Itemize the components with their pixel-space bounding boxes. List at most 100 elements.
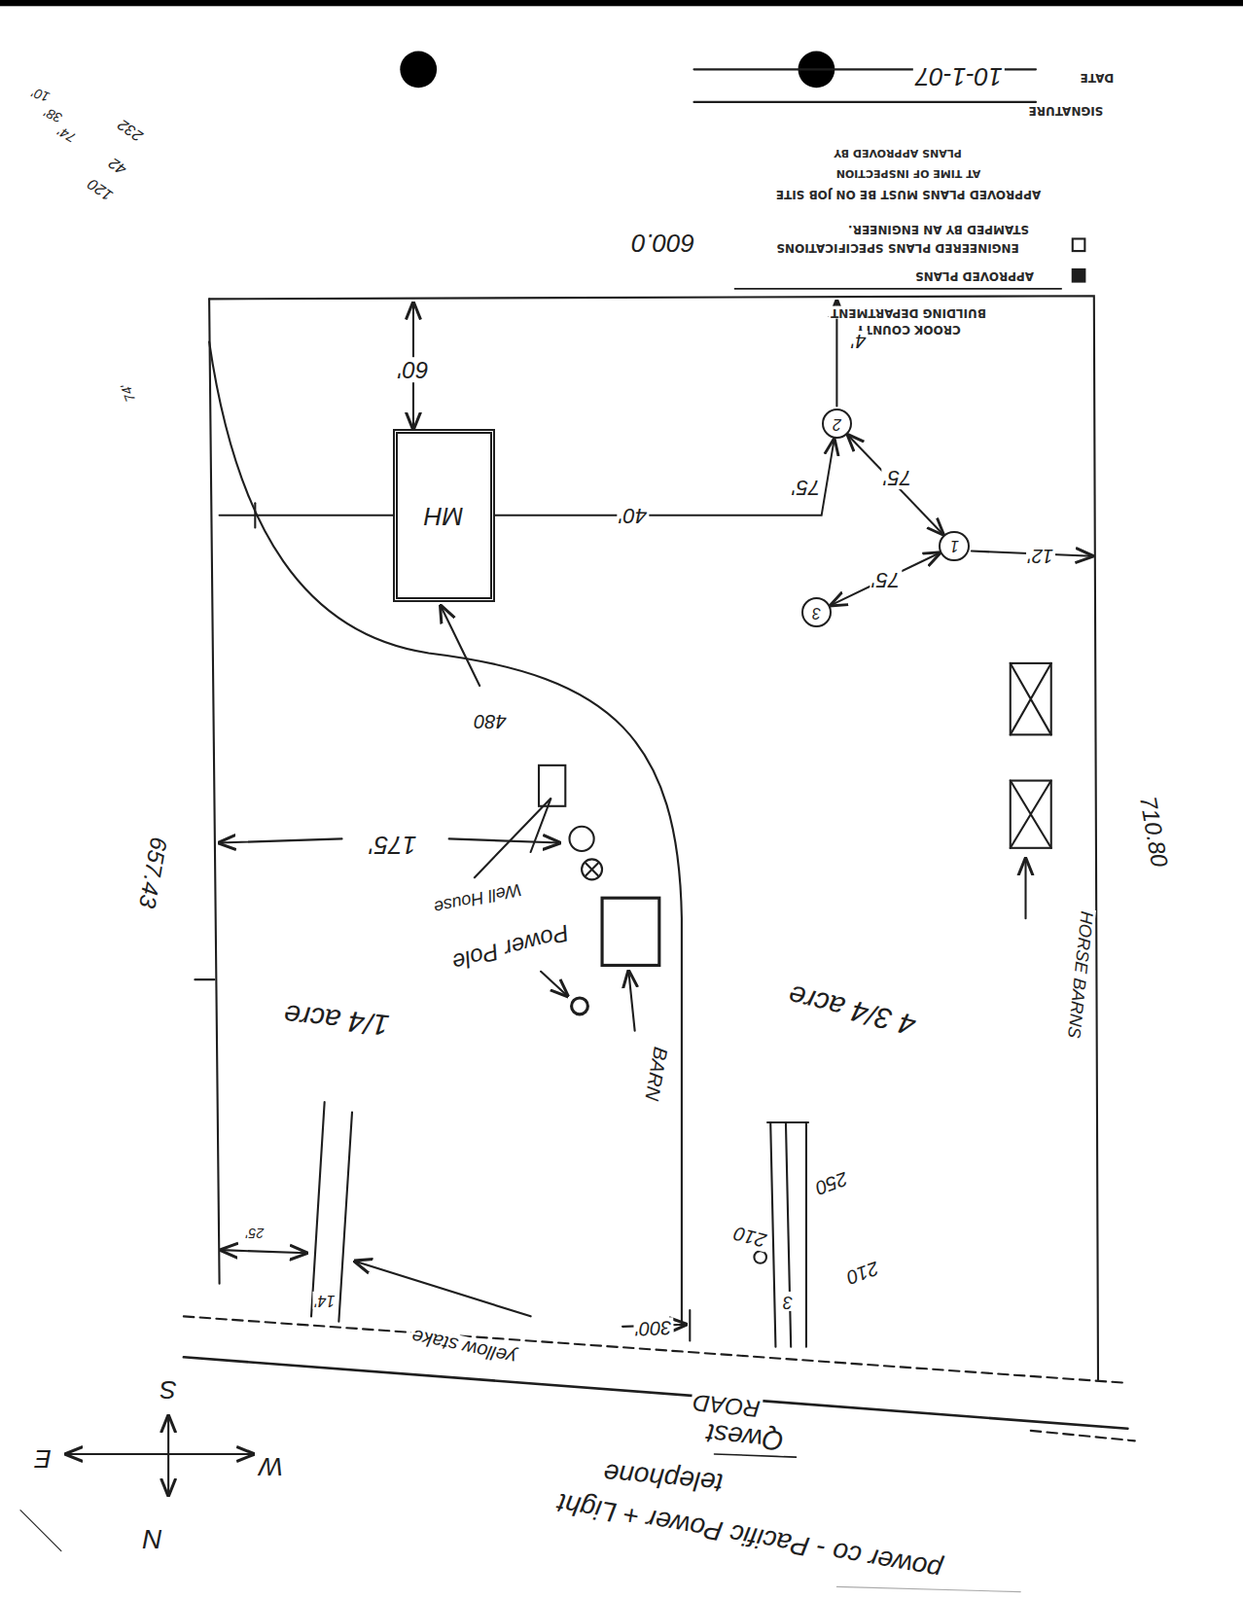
property-line — [209, 295, 1099, 1380]
handwritten-note: 300' — [633, 1316, 675, 1340]
drainfield-circle: 2 — [821, 408, 853, 439]
handwritten-note: Well House — [429, 879, 526, 918]
dimension-connector — [848, 434, 944, 534]
node-label: 2 — [832, 415, 842, 433]
leader-line — [474, 797, 552, 878]
handwritten-note: 175' — [367, 830, 419, 859]
handwritten-note: 60' — [395, 356, 430, 383]
dimension-arrow — [221, 1249, 307, 1253]
checkbox — [1072, 238, 1086, 251]
handwritten-note: 42 — [104, 153, 132, 180]
stamp-text: ENGINEERED PLANS SPECIFICATIONS — [775, 240, 1022, 253]
handwritten-note: 14' — [312, 1291, 337, 1310]
well-symbol — [568, 826, 594, 852]
stamp-rule — [734, 287, 1062, 290]
barn-symbol — [602, 897, 660, 965]
driveway-line — [338, 1112, 353, 1322]
dimension-label: 75' — [882, 465, 915, 490]
pole-cross — [585, 863, 599, 877]
scan-edge — [0, 0, 1243, 6]
stamp-text: CROOK COUNTY — [853, 321, 963, 335]
manufactured-home-box: MH — [392, 428, 496, 603]
leader-arrow — [355, 1261, 531, 1317]
horse-barn-cross — [1010, 781, 1052, 849]
horse-barn-symbol — [1010, 663, 1052, 735]
road-edge — [1030, 1430, 1136, 1441]
scan-mark — [20, 1510, 62, 1552]
marker-symbol — [753, 1250, 767, 1264]
handwritten-note: S — [157, 1376, 178, 1405]
handwritten-note: 75' — [790, 475, 823, 499]
drainfield-circle: 3 — [801, 597, 832, 628]
handwritten-note: N — [141, 1524, 165, 1555]
handwritten-note: 657.43 — [134, 833, 173, 913]
handwritten-note: 25' — [244, 1225, 266, 1241]
driveway-strip — [767, 1122, 809, 1348]
tick — [688, 1310, 691, 1341]
handwritten-note: 480 — [471, 710, 508, 733]
tick — [194, 978, 214, 981]
power-pole-symbol — [571, 997, 589, 1015]
horse-barn-symbol — [1010, 781, 1052, 849]
stamp-rule — [693, 101, 1036, 104]
handwritten-note: power co - Pacific Power + Light — [553, 1487, 947, 1586]
stamp-text: BUILDING DEPARTMENT — [828, 305, 989, 319]
handwritten-note: 10' — [28, 82, 54, 105]
leader-arrow — [628, 971, 635, 1031]
setback-line — [219, 514, 393, 517]
stamp-text: SIGNATURE — [1027, 104, 1106, 117]
dimension-connector — [830, 553, 939, 606]
stamp-text: STAMPED BY AN ENGINEER. — [846, 221, 1031, 235]
handwritten-note: ROAD — [689, 1388, 764, 1422]
stamp-text: DATE — [1078, 70, 1117, 83]
pole-symbol — [581, 858, 603, 880]
property-line — [209, 298, 219, 1283]
stamp-text: PLANS APPROVED BY — [832, 146, 964, 159]
punch-hole — [399, 50, 437, 88]
compass-axis — [66, 1453, 253, 1456]
well-house-symbol — [538, 765, 566, 807]
handwritten-note: 4 3/4 acre — [782, 978, 921, 1042]
road-edge — [183, 1356, 1129, 1428]
node-label: 3 — [812, 603, 821, 622]
road-edge — [183, 1315, 1123, 1383]
handwritten-note: 74' — [54, 122, 81, 146]
node-label: MH — [424, 501, 463, 531]
handwritten-note: 710.80 — [1134, 792, 1172, 872]
driveway-edge — [209, 341, 682, 1326]
driveway-line — [311, 1101, 325, 1316]
dimension-arrow — [449, 838, 560, 843]
stamp-text: AT TIME OF INSPECTION — [834, 167, 984, 179]
tick — [253, 502, 256, 528]
handwritten-note: BARN — [640, 1042, 673, 1103]
drainfield-circle: 1 — [938, 531, 969, 562]
handwritten-note: yellow stake — [408, 1324, 521, 1369]
handwritten-note: 120 — [82, 174, 117, 206]
checkbox-checked — [1072, 269, 1086, 283]
handwritten-note: 10-1-07 — [913, 62, 1005, 91]
compass-axis — [167, 1416, 170, 1495]
handwritten-note: 3 — [781, 1291, 795, 1312]
handwritten-note: 210 — [841, 1257, 884, 1290]
handwritten-note: 250 — [811, 1167, 853, 1200]
handwritten-note: W — [257, 1452, 286, 1481]
handwritten-note: telephone — [600, 1456, 726, 1498]
stamp-text: APPROVED PLANS MUST BE ON JOB SITE — [774, 187, 1043, 201]
underline — [836, 1586, 1021, 1592]
leader-arrow — [540, 971, 568, 996]
node-label: 1 — [950, 536, 959, 555]
handwritten-note: 12' — [1026, 545, 1056, 568]
dimension-label: 40' — [616, 503, 649, 528]
handwritten-note: 1/4 acre — [281, 998, 393, 1043]
leader-arrow — [440, 605, 480, 686]
leader-arrow — [1024, 858, 1027, 919]
dimension-arrow — [219, 838, 343, 843]
dimension-label: 75' — [869, 568, 902, 592]
handwritten-note: Power Pole — [447, 918, 573, 975]
handwritten-note: 600.0 — [629, 228, 697, 257]
